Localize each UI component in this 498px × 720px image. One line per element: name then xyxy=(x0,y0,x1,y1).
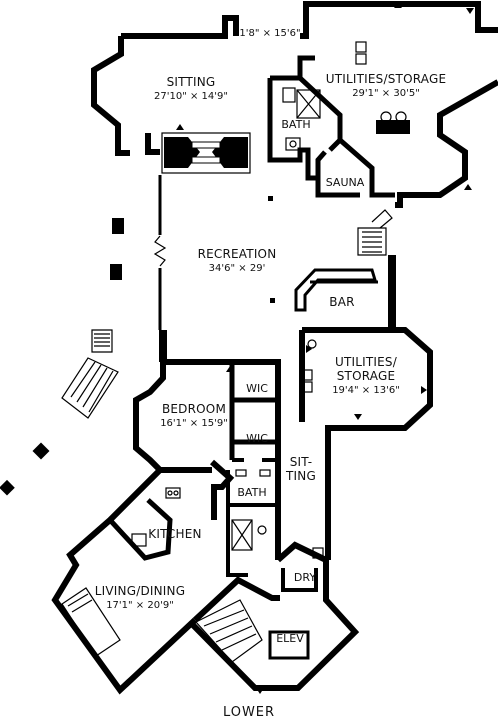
elev-name: ELEV xyxy=(276,632,304,645)
wic-1-name: WIC xyxy=(246,382,268,395)
sitting-mid-name-2: TING xyxy=(285,469,316,483)
utilities-top-dims: 29'1" × 30'5" xyxy=(352,88,420,99)
recreation-dims: 34'6" × 29' xyxy=(209,263,266,274)
sauna-name: SAUNA xyxy=(326,176,365,189)
room-labels: 1'8" × 15'6" SITTING 27'10" × 14'9" UTIL… xyxy=(95,28,446,720)
dry-name: DRY xyxy=(294,571,316,584)
bath-mid-name: BATH xyxy=(237,486,266,499)
living-dining-dims: 17'1" × 20'9" xyxy=(106,600,174,611)
bedroom-name: BEDROOM xyxy=(162,402,226,416)
fixtures xyxy=(0,3,474,694)
utilities-mid-dims: 19'4" × 13'6" xyxy=(332,385,400,396)
sitting-top-dims: 27'10" × 14'9" xyxy=(154,91,228,102)
level-label: LOWER xyxy=(223,705,275,720)
bath-top-name: BATH xyxy=(281,118,310,131)
living-dining-name: LIVING/DINING xyxy=(95,584,185,598)
utilities-mid-name-1: UTILITIES/ xyxy=(335,355,398,369)
wic-2-name: WIC xyxy=(246,432,268,445)
kitchen-name: KITCHEN xyxy=(148,527,201,541)
utilities-top-name: UTILITIES/STORAGE xyxy=(326,72,447,86)
sitting-top-name: SITTING xyxy=(167,75,216,89)
corridor-dims: 1'8" × 15'6" xyxy=(239,28,300,39)
bar-name: BAR xyxy=(329,295,354,309)
bedroom-dims: 16'1" × 15'9" xyxy=(160,418,228,429)
sitting-mid-name-1: SIT- xyxy=(290,455,313,469)
utilities-mid-name-2: STORAGE xyxy=(337,369,396,383)
recreation-name: RECREATION xyxy=(198,247,277,261)
